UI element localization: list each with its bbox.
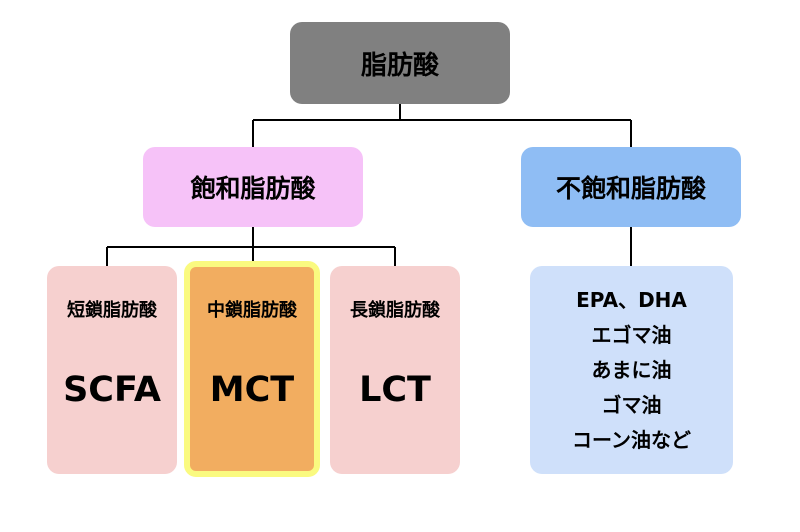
lct-node: 長鎖脂肪酸 LCT: [330, 266, 460, 474]
root-node-fatty-acid: 脂肪酸: [290, 22, 510, 104]
scfa-name: 短鎖脂肪酸: [67, 300, 157, 321]
unsaturated-label: 不飽和脂肪酸: [555, 174, 706, 203]
scfa-node: 短鎖脂肪酸 SCFA: [47, 266, 177, 474]
root-label: 脂肪酸: [360, 50, 439, 81]
saturated-label: 飽和脂肪酸: [190, 174, 316, 203]
saturated-fatty-acid-node: 飽和脂肪酸: [143, 147, 363, 227]
unsaturated-fatty-acid-node: 不飽和脂肪酸: [521, 147, 741, 227]
lct-abbr: LCT: [359, 370, 431, 410]
mct-name: 中鎖脂肪酸: [207, 300, 297, 321]
example-item: EPA、DHA: [576, 287, 687, 312]
examples-list: EPA、DHA エゴマ油 あまに油 ゴマ油 コーン油など: [572, 283, 691, 458]
mct-abbr: MCT: [209, 370, 295, 410]
example-item: コーン油など: [572, 427, 691, 452]
example-item: ゴマ油: [601, 392, 662, 417]
scfa-abbr: SCFA: [63, 370, 161, 410]
unsaturated-examples-node: EPA、DHA エゴマ油 あまに油 ゴマ油 コーン油など: [530, 266, 733, 474]
example-item: エゴマ油: [591, 322, 672, 347]
lct-name: 長鎖脂肪酸: [350, 300, 440, 321]
mct-node-highlighted: 中鎖脂肪酸 MCT: [184, 261, 320, 477]
example-item: あまに油: [591, 357, 672, 382]
